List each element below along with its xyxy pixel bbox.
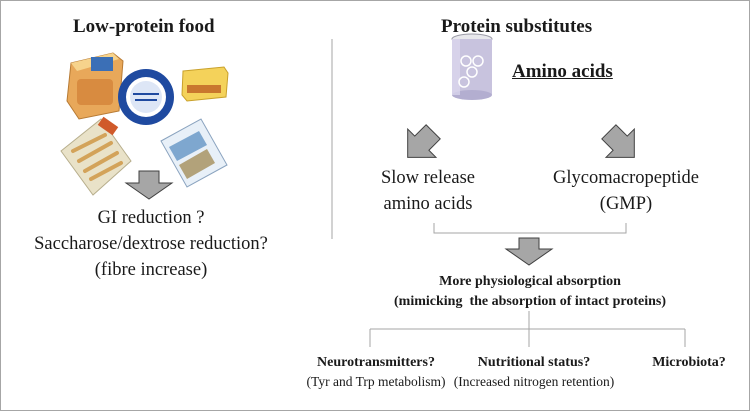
left-down-arrow — [124, 170, 174, 200]
protein-substitutes-title: Protein substitutes — [441, 16, 593, 37]
nutritional-status-detail: (Increased nitrogen retention) — [453, 374, 615, 389]
certification-seal — [118, 69, 174, 125]
fibre-increase-text: (fibre increase) — [94, 260, 208, 280]
absorption-text: More physiological absorption (mimicking… — [331, 272, 729, 312]
pasta-bag — [60, 116, 132, 196]
neurotransmitters-detail: (Tyr and Trp metabolism) — [306, 374, 446, 389]
bread-package — [66, 52, 124, 120]
effect-microbiota: Microbiota? — [641, 353, 737, 373]
nutritional-status-title: Nutritional status? — [477, 355, 591, 370]
slow-release-line-2: amino acids — [383, 194, 473, 214]
amino-acid-can-image — [451, 33, 493, 100]
center-down-arrow — [504, 237, 554, 266]
left-outcomes: GI reduction ? Saccharose/dextrose reduc… — [1, 205, 301, 283]
product-leaflet — [160, 118, 228, 188]
food-products-image — [60, 52, 229, 196]
yellow-box — [181, 66, 229, 102]
substitutes-bracket — [433, 223, 627, 234]
effect-neurotransmitters: Neurotransmitters? (Tyr and Trp metaboli… — [301, 353, 451, 391]
gi-reduction-text: GI reduction ? — [97, 208, 205, 228]
neurotransmitters-title: Neurotransmitters? — [317, 355, 435, 370]
saccharose-reduction-text: Saccharose/dextrose reduction? — [34, 234, 268, 254]
left-diagonal-arrow — [407, 124, 441, 158]
gmp-line-1: Glycomacropeptide — [553, 168, 699, 188]
effect-nutritional-status: Nutritional status? (Increased nitrogen … — [451, 353, 617, 391]
gmp-line-2: (GMP) — [599, 194, 653, 214]
low-protein-food-title: Low-protein food — [73, 16, 215, 37]
absorption-line-2: (mimicking the absorption of intact prot… — [394, 294, 666, 309]
microbiota-title: Microbiota? — [652, 355, 726, 370]
slow-release-line-1: Slow release — [380, 168, 475, 188]
right-diagonal-arrow — [601, 124, 635, 158]
amino-acids-label: Amino acids — [512, 61, 613, 82]
effects-bracket — [369, 311, 686, 347]
gmp-label: Glycomacropeptide (GMP) — [531, 165, 721, 217]
slow-release-label: Slow release amino acids — [358, 165, 498, 217]
absorption-line-1: More physiological absorption — [439, 274, 621, 289]
